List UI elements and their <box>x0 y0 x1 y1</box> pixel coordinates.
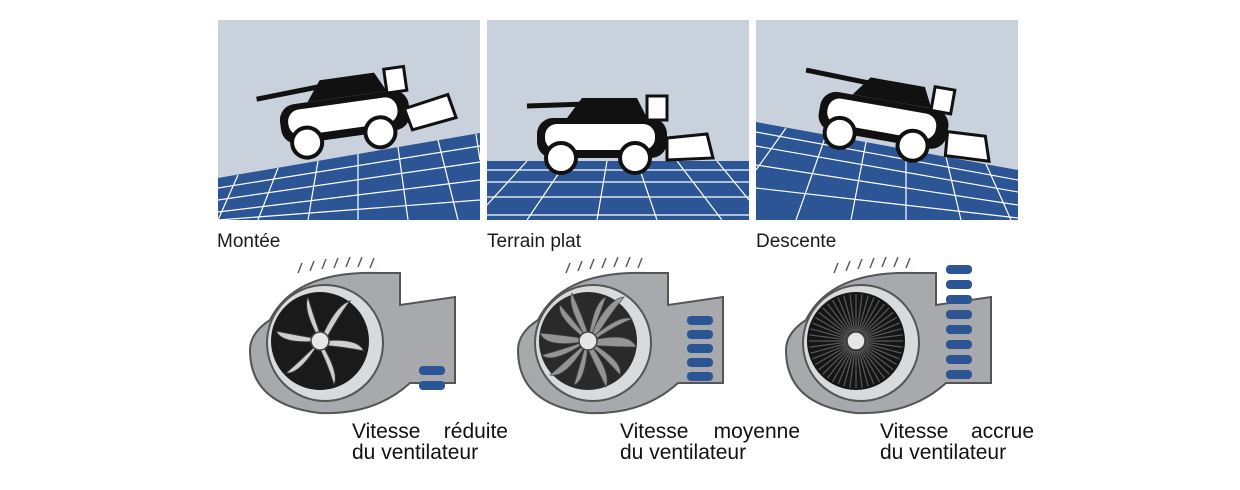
panel-uphill <box>218 20 480 220</box>
indicator-bar <box>687 316 713 325</box>
label-increased: Vitesse accrue du ventilateur <box>880 421 1034 463</box>
panel-downhill <box>756 20 1018 220</box>
label-word: moyenne <box>713 420 800 443</box>
combine-harvester-flat <box>526 94 715 175</box>
label-word: Vitesse <box>880 420 949 443</box>
indicator-bar <box>946 325 972 334</box>
indicator-bar <box>946 265 972 274</box>
indicator-bar <box>946 370 972 379</box>
uphill-scene <box>218 64 480 220</box>
indicator-reduced <box>419 366 445 390</box>
label-medium: Vitesse moyenne du ventilateur <box>620 421 800 463</box>
caption-flat: Terrain plat <box>487 231 581 252</box>
combine-harvester-downhill <box>805 67 991 163</box>
label-reduced: Vitesse réduite du ventilateur <box>352 421 508 463</box>
fan-medium <box>516 256 724 415</box>
indicator-bar <box>687 372 713 381</box>
fan-increased <box>784 256 992 415</box>
impeller-blades <box>275 295 365 387</box>
label-word: Vitesse <box>352 420 421 443</box>
indicator-bar <box>687 344 713 353</box>
indicator-bar <box>687 358 713 367</box>
fan-reduced <box>248 256 456 415</box>
label-line: du ventilateur <box>620 441 747 464</box>
caption-downhill: Descente <box>756 231 837 252</box>
label-line: du ventilateur <box>352 441 479 464</box>
indicator-bar <box>419 366 445 375</box>
indicator-bar <box>687 330 713 339</box>
label-line: du ventilateur <box>880 441 1007 464</box>
indicator-medium <box>687 316 713 381</box>
label-word: accrue <box>970 420 1034 443</box>
indicator-bar <box>419 381 445 390</box>
indicator-bar <box>946 340 972 349</box>
combine-harvester-uphill <box>256 64 459 160</box>
indicator-bar <box>946 310 972 319</box>
downhill-scene <box>756 67 1018 220</box>
indicator-increased <box>946 265 972 379</box>
panel-flat <box>487 20 749 220</box>
indicator-bar <box>946 295 972 304</box>
flat-scene <box>487 94 749 220</box>
caption-uphill: Montée <box>217 231 281 252</box>
label-word: Vitesse <box>620 420 689 443</box>
indicator-bar <box>946 355 972 364</box>
label-word: réduite <box>443 420 508 443</box>
indicator-bar <box>946 280 972 289</box>
